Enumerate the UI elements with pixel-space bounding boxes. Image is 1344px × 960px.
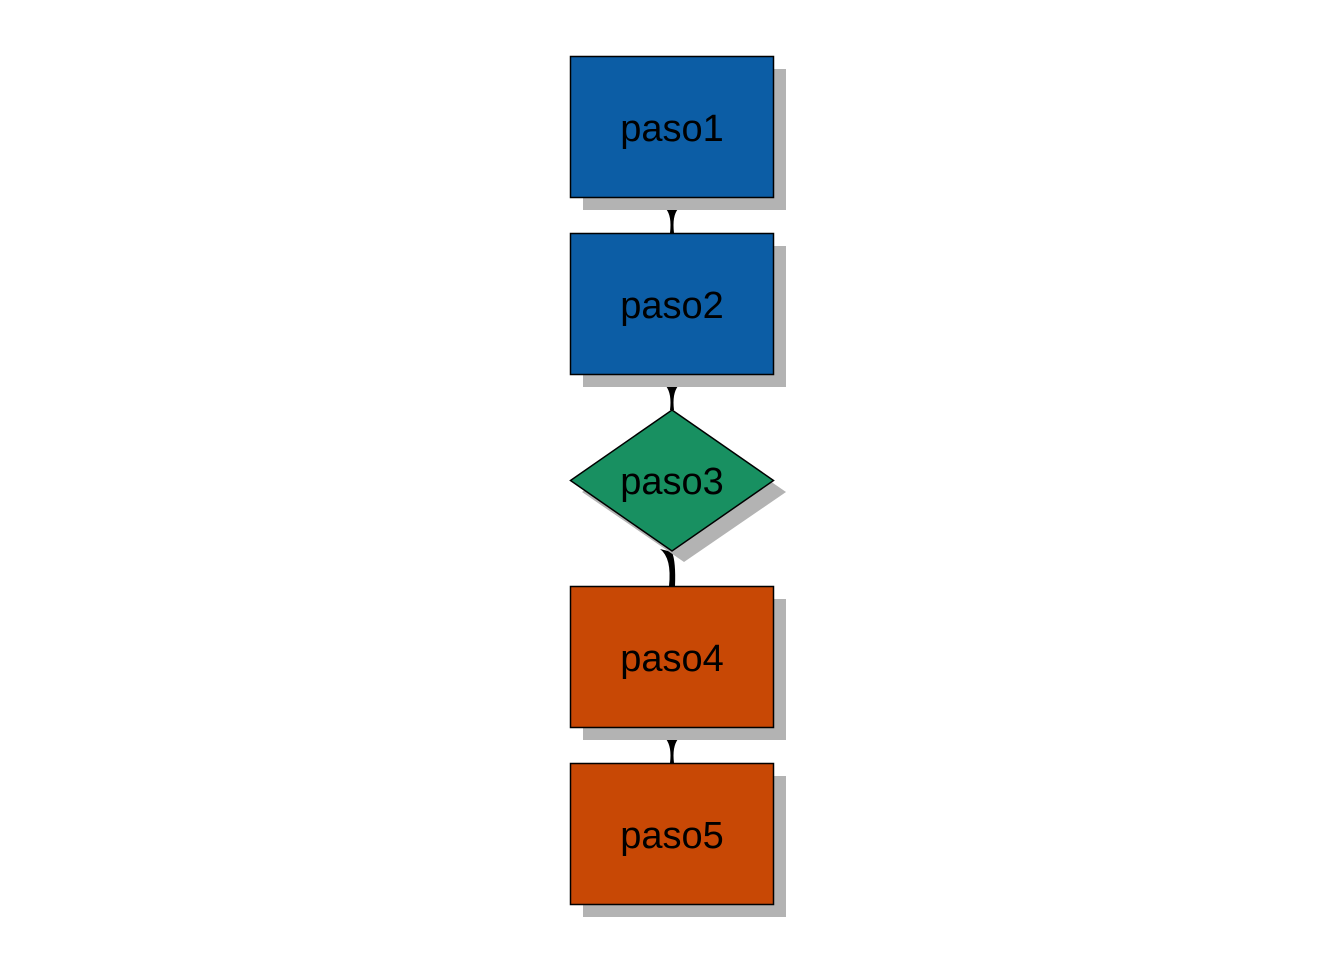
node-paso4-label: paso4 — [620, 638, 724, 680]
node-paso3-label: paso3 — [620, 461, 724, 503]
node-paso1-box — [569, 55, 775, 199]
node-paso5: paso5 — [569, 762, 786, 917]
node-paso1: paso1 — [569, 55, 786, 210]
node-paso5-label: paso5 — [620, 815, 724, 857]
node-paso2-label: paso2 — [620, 285, 724, 327]
node-paso5-box — [569, 762, 775, 906]
edge-paso3-paso4 — [660, 549, 676, 586]
node-paso1-label: paso1 — [620, 108, 724, 150]
edge-paso1-paso2 — [666, 209, 678, 233]
node-paso2: paso2 — [569, 232, 786, 387]
edge-paso4-paso5 — [666, 739, 678, 763]
node-paso3-diamond — [569, 409, 775, 552]
edge-paso2-paso3 — [666, 386, 678, 410]
node-paso2-box — [569, 232, 775, 376]
node-paso4-box — [569, 585, 775, 729]
node-paso4: paso4 — [569, 585, 786, 740]
edges — [660, 209, 678, 763]
node-paso3: paso3 — [569, 409, 786, 562]
